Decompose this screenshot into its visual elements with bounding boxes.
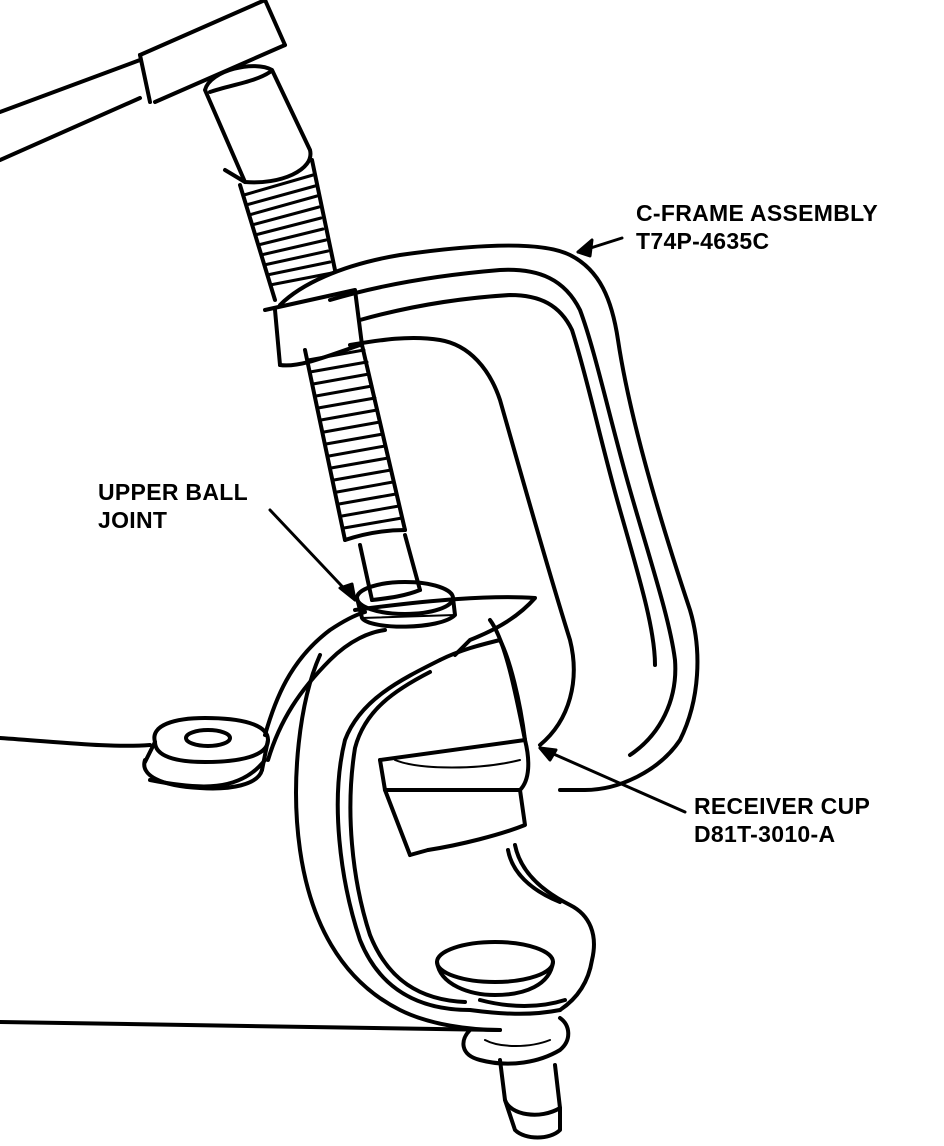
c-frame-label-line2: T74P-4635C — [636, 228, 770, 254]
receiver-cup-label-line1: RECEIVER CUP — [694, 793, 871, 819]
forcing-screw — [0, 0, 422, 602]
c-frame-label-line1: C-FRAME ASSEMBLY — [636, 200, 879, 226]
receiver-cup — [378, 618, 531, 857]
receiver-cup-label: RECEIVER CUP D81T-3010-A — [694, 792, 870, 848]
control-arm — [0, 610, 596, 1032]
c-frame-body — [263, 243, 700, 792]
arm-bushing-boss — [142, 716, 270, 791]
leader-lines — [268, 236, 687, 814]
lower-ball-joint-stud — [435, 940, 571, 1140]
upper-ball-joint — [353, 580, 537, 657]
upper-ball-joint-label-line2: JOINT — [98, 507, 168, 533]
c-frame-assembly-label: C-FRAME ASSEMBLY T74P-4635C — [636, 199, 878, 255]
upper-ball-joint-label-line1: UPPER BALL — [98, 479, 248, 505]
upper-ball-joint-label: UPPER BALL JOINT — [98, 478, 248, 534]
receiver-cup-label-line2: D81T-3010-A — [694, 821, 836, 847]
screw-threads — [242, 173, 404, 530]
